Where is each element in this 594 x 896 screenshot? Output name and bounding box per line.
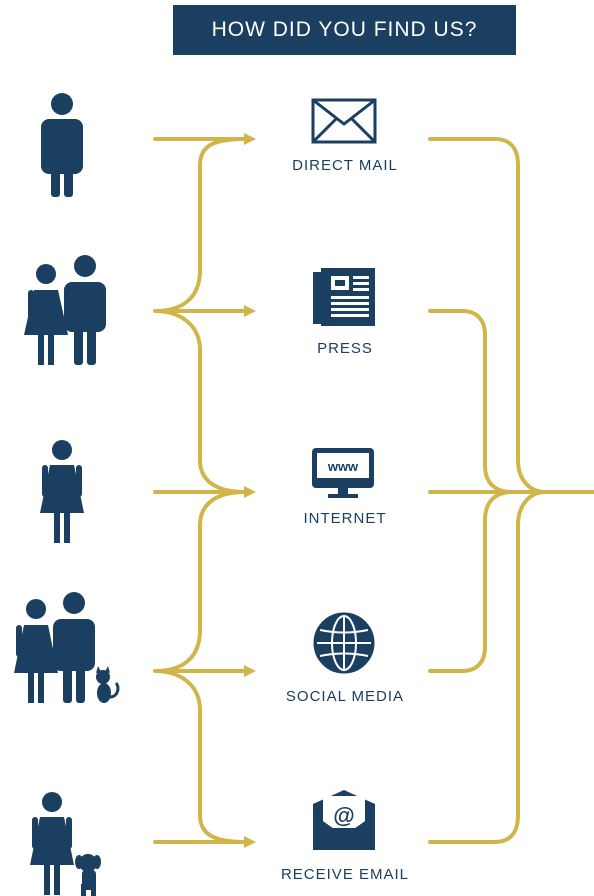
arrowhead-1 [244,133,256,145]
left-arrowheads [244,133,256,848]
newspaper-icon [313,268,375,326]
couple-cat-icon [14,592,120,703]
envelope-icon [311,98,377,144]
label-social-media: SOCIAL MEDIA [285,688,405,705]
monitor-www-icon: www [312,448,374,498]
inner-right-brace [428,309,514,673]
arrowhead-2 [244,305,256,317]
globe-icon [313,612,375,674]
arrowhead-5 [244,836,256,848]
outer-right-brace [428,137,547,844]
right-connector-group [428,137,594,844]
arrowhead-3 [244,486,256,498]
label-internet: INTERNET [303,510,387,527]
woman-dog-icon [30,792,101,896]
at-symbol: @ [333,803,354,828]
left-connector-group [153,137,247,844]
label-press: PRESS [317,340,373,357]
couple-icon [24,255,106,365]
label-receive-email: RECEIVE EMAIL [280,866,410,883]
arrowhead-4 [244,665,256,677]
man-icon [41,93,83,197]
monitor-text: www [327,459,359,474]
email-envelope-icon: @ [313,790,375,850]
page-title: HOW DID YOU FIND US? [173,5,516,55]
channel-icons: www @ [311,98,377,850]
left-brace-connector [153,137,247,844]
woman-icon [40,440,84,543]
label-direct-mail: DIRECT MAIL [292,157,398,174]
people-group [14,93,120,896]
dog-icon [75,854,101,896]
cat-icon [96,666,120,703]
